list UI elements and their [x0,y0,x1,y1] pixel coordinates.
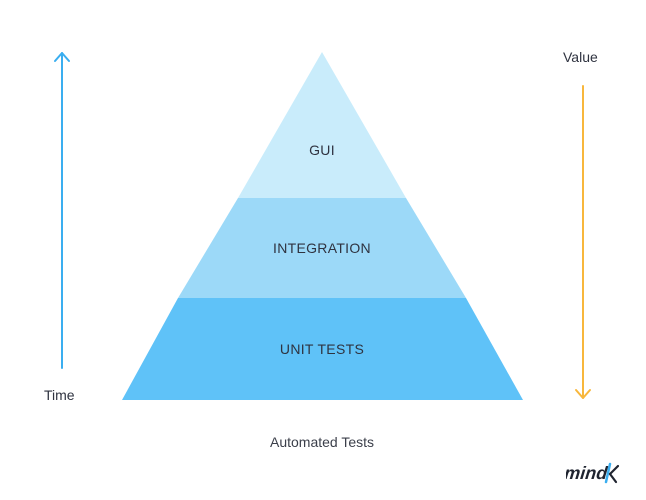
time-label: Time [44,387,75,403]
tier-label-gui: GUI [309,142,335,158]
pyramid-tier-gui [238,52,406,198]
value-arrow [575,85,591,399]
svg-text:mind: mind [566,463,609,483]
tier-label-unit-tests: UNIT TESTS [279,341,365,357]
mindk-logo: mind [566,462,620,484]
time-arrow [54,52,70,369]
pyramid-tier-integration [178,198,466,298]
pyramid-tier-unit-tests [122,298,523,400]
diagram-caption: Automated Tests [269,434,375,450]
tier-label-integration: INTEGRATION [273,240,371,256]
value-label: Value [563,49,598,65]
